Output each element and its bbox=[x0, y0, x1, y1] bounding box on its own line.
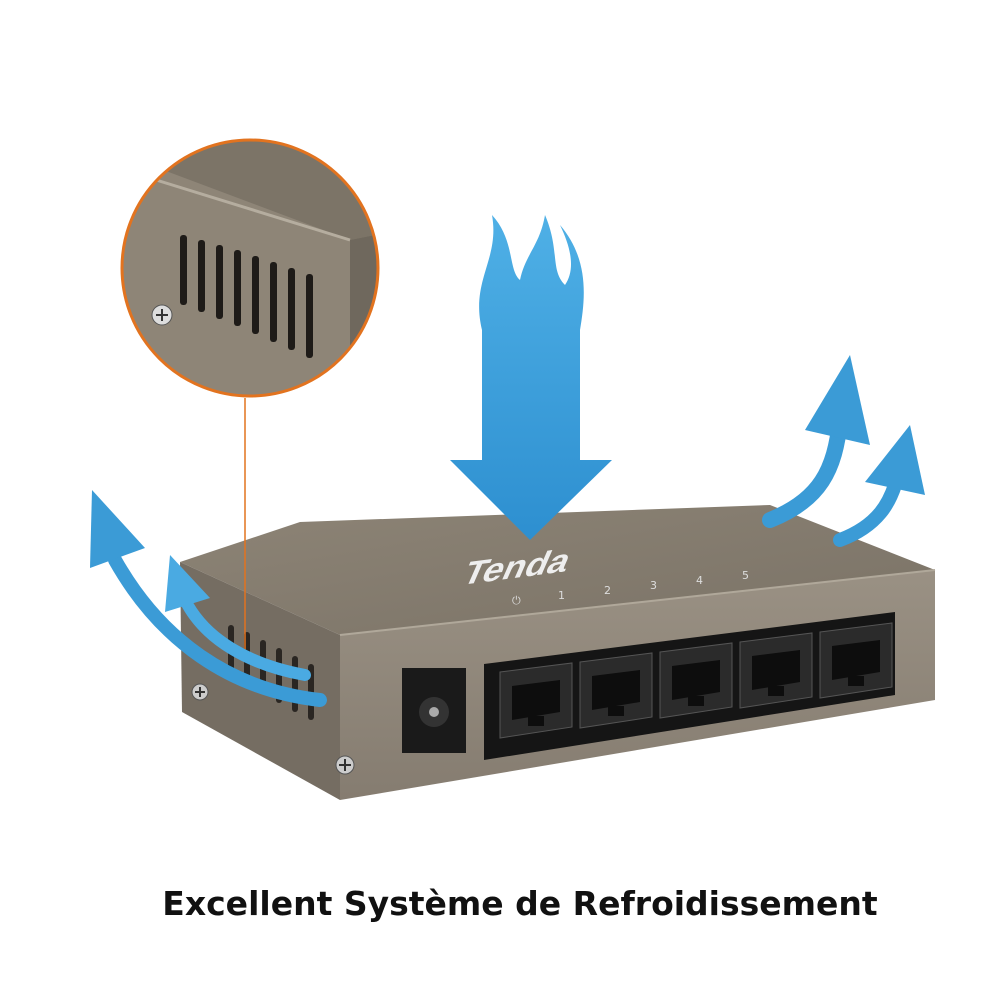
ethernet-port bbox=[579, 652, 653, 729]
screw-icon bbox=[191, 683, 209, 701]
port-label: 5 bbox=[742, 569, 749, 582]
airflow-arrow-left bbox=[90, 490, 327, 707]
ethernet-port bbox=[659, 642, 733, 719]
port-label: 3 bbox=[650, 579, 657, 592]
port-label: 4 bbox=[696, 574, 703, 587]
screw-icon bbox=[151, 304, 173, 326]
ethernet-port bbox=[739, 632, 813, 709]
screw-icon bbox=[335, 755, 355, 775]
ethernet-ports bbox=[499, 622, 893, 739]
port-labels: ⏻ 1 2 3 4 5 bbox=[512, 569, 749, 607]
switch-top-face bbox=[180, 505, 935, 635]
caption-title: Excellent Système de Refroidissement bbox=[162, 884, 878, 923]
ethernet-port bbox=[819, 622, 893, 699]
port-label: 2 bbox=[604, 584, 611, 597]
ethernet-port bbox=[499, 662, 573, 739]
heat-inflow-arrow bbox=[450, 215, 612, 540]
airflow-arrow-right bbox=[762, 355, 925, 547]
port-label: ⏻ bbox=[512, 594, 521, 607]
port-label: 1 bbox=[558, 589, 565, 602]
